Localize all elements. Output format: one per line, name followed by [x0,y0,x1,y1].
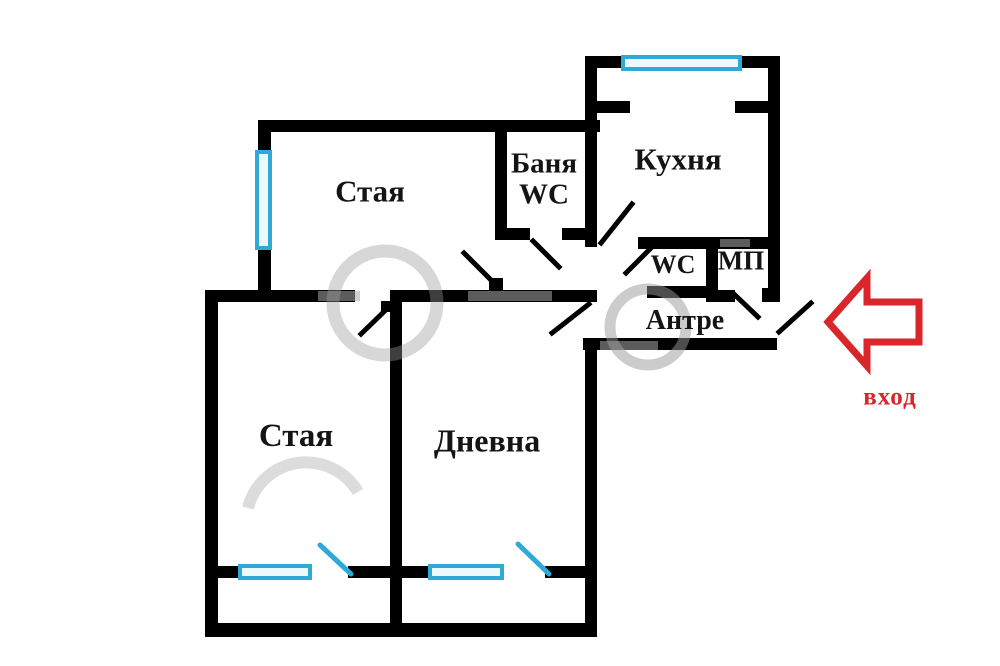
door-kitchen [597,200,636,247]
balcony-door-room-bottom [317,542,354,577]
balcony-door-living [515,541,552,577]
room-label-hallway: Антре [645,304,725,336]
room-label-living: Дневна [433,422,541,459]
room-label-bathroom-line2: WC [519,179,569,211]
room-label-kitchen: Кухня [634,141,722,177]
room-label-mp: МП [717,245,765,276]
door-bathroom [529,237,563,271]
watermark [242,239,750,510]
door-mp [731,291,762,321]
window-kitchen [621,55,742,71]
entrance-arrow-icon [823,268,923,376]
room-label-top-staya: Стая [335,173,405,209]
windows [238,55,742,580]
window-room-top [255,150,272,250]
window-living [428,564,504,580]
room-label-bathroom: Баня WC [510,147,578,212]
room-label-bathroom-line1: Баня [510,147,578,180]
door-room-bottom [357,299,397,338]
door-wc [622,244,655,277]
balcony-door-swings [317,541,552,577]
door-living [548,300,593,337]
entrance-label: вход [863,383,917,411]
door-room-top [460,249,501,290]
room-label-bottom-staya: Стая [258,418,334,455]
window-room-bottom [238,564,312,580]
room-label-wc: WC [650,249,696,279]
door-swings [357,200,815,338]
door-entrance [775,299,815,336]
